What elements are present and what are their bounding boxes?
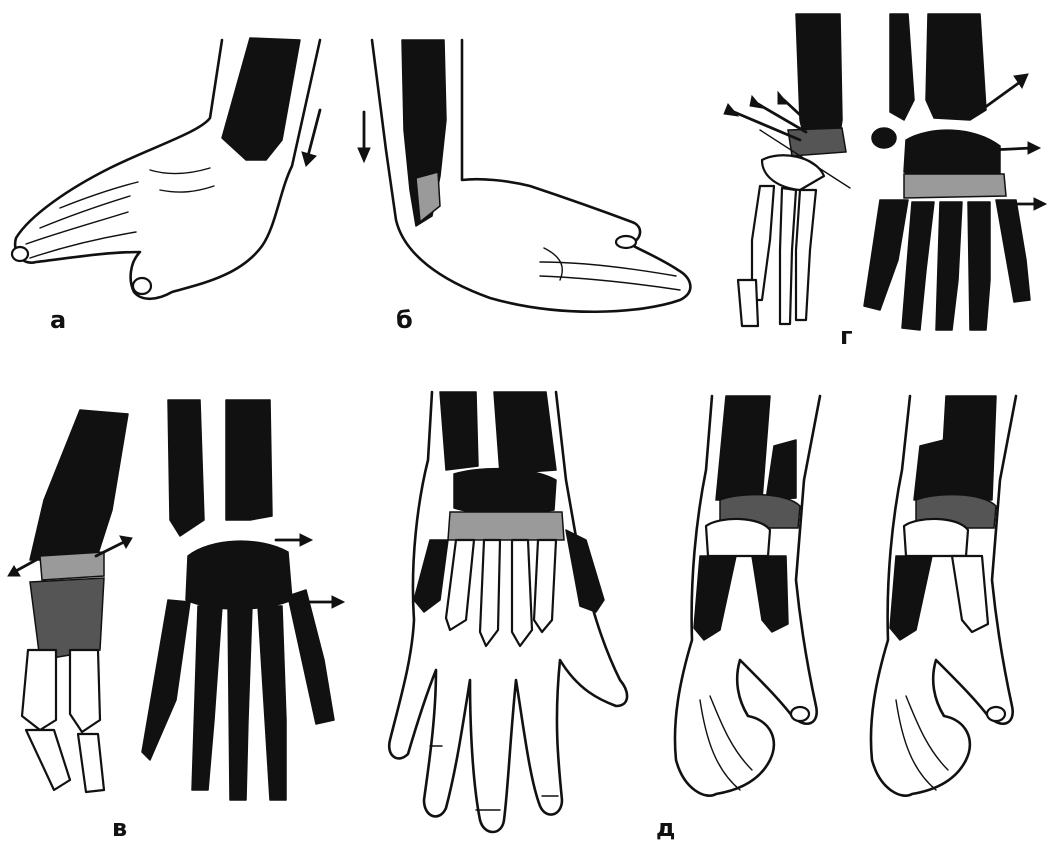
panel-g-right-radius xyxy=(926,14,986,120)
panel-label-b: б xyxy=(396,308,413,332)
panel-d-hand-1-metacarpals xyxy=(446,540,556,646)
panel-a-arrow xyxy=(308,110,320,156)
panel-d-hand-3 xyxy=(871,396,1016,796)
panel-a-hand-lateral xyxy=(12,38,320,299)
panel-g-left-radius xyxy=(796,14,842,146)
panel-g-right-metacarpals xyxy=(864,200,1030,330)
panel-v-right-carpals xyxy=(186,541,292,609)
panel-d-hand-1 xyxy=(389,392,627,832)
panel-d-hand-3-carpals xyxy=(904,519,968,556)
panel-a-finger-lines xyxy=(26,182,138,258)
panel-d-hands xyxy=(389,392,1016,832)
panel-v-xray-pair xyxy=(8,400,344,800)
panel-label-v: в xyxy=(112,816,127,840)
panel-a-thumbnail xyxy=(133,278,151,294)
panel-b-thumbnail xyxy=(616,236,636,248)
panel-label-g: г xyxy=(840,324,853,348)
panel-d-hand-2 xyxy=(675,396,820,796)
panel-v-right-metacarpals xyxy=(142,590,334,800)
panel-v-left-radius xyxy=(30,410,128,560)
panel-a-fingernail xyxy=(12,247,28,261)
panel-label-d: д xyxy=(656,816,675,840)
panel-d-hand-2-carpals xyxy=(706,519,770,556)
panel-g-left-metacarpals xyxy=(752,186,816,324)
panel-g-xray-pair xyxy=(724,14,1046,330)
panel-b-hand-lateral xyxy=(358,40,690,312)
panel-v-left-phalanges xyxy=(22,650,104,792)
panel-v-right-radius xyxy=(226,400,272,520)
panel-label-a: а xyxy=(50,308,66,332)
panel-a-forearm-bones xyxy=(222,38,300,160)
